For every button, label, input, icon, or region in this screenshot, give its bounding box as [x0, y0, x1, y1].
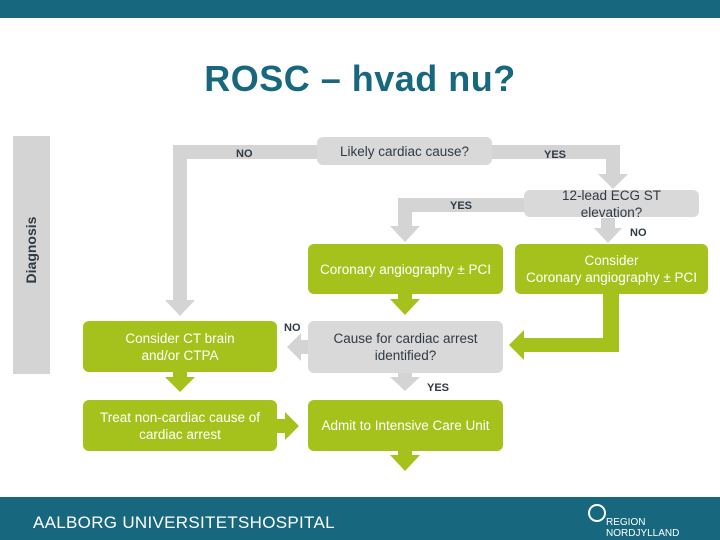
connector-icu-down: [398, 451, 412, 457]
node-treat-noncardiac: Treat non-cardiac cause of cardiac arres…: [83, 400, 277, 451]
arrow-to-cause: [509, 330, 524, 360]
connector-cause-yes: [398, 373, 412, 379]
connector-consider-down: [603, 294, 619, 352]
edge-label-yes-ecg: YES: [450, 200, 473, 212]
node-ecg-st-elevation: 12-lead ECG ST elevation?: [524, 188, 699, 220]
connector-no-down: [173, 145, 187, 303]
connector-yes-down: [606, 145, 620, 177]
node-coronary-angiography: Coronary angiography ± PCI: [308, 244, 503, 294]
arrow-to-ecg: [598, 174, 628, 189]
connector-consider-left: [520, 338, 619, 352]
node-admit-icu: Admit to Intensive Care Unit: [308, 400, 503, 451]
edge-label-no: NO: [236, 148, 253, 160]
top-bar: [0, 0, 720, 18]
connector-ct-down: [173, 372, 187, 379]
edge-label-yes: YES: [544, 149, 567, 161]
connector-yes-right: [490, 145, 620, 159]
region-name: REGION NORDJYLLAND: [606, 517, 680, 539]
diagnosis-sidebar: [13, 136, 50, 374]
connector-treat-right: [277, 419, 287, 433]
edge-label-yes-cause: YES: [427, 382, 450, 394]
arrow-to-consider-ct: [165, 300, 195, 316]
edge-label-no-ecg: NO: [630, 227, 647, 239]
connector-ecg-yes-down: [398, 198, 412, 228]
connector-ecg-yes-left: [398, 198, 528, 212]
region-logo-icon: [588, 504, 606, 522]
node-cause-identified: Cause for cardiac arrest identified?: [308, 321, 503, 373]
arrow-icu-down: [390, 455, 420, 471]
arrow-treat-right: [285, 412, 299, 440]
arrow-coronary-to-cause: [390, 299, 420, 315]
arrow-ct-to-treat: [165, 377, 195, 392]
arrow-to-icu: [390, 377, 420, 391]
edge-label-no-cause: NO: [284, 322, 301, 334]
node-consider-ct: Consider CT brain and/or CTPA: [83, 321, 277, 372]
connector-no-left: [173, 145, 319, 159]
node-likely-cardiac: Likely cardiac cause?: [317, 137, 492, 165]
hospital-name: AALBORG UNIVERSITETSHOSPITAL: [33, 513, 335, 532]
flow-connectors: [165, 145, 628, 471]
slide-title: ROSC – hvad nu?: [204, 58, 516, 99]
arrow-to-coronary: [390, 226, 420, 242]
arrow-to-consider-coronary: [594, 228, 622, 243]
connector-coronary-down: [398, 294, 412, 301]
connector-ecg-no-down: [601, 218, 615, 230]
arrow-to-ct: [287, 333, 301, 361]
node-consider-coronary: Consider Coronary angiography ± PCI: [515, 244, 708, 294]
